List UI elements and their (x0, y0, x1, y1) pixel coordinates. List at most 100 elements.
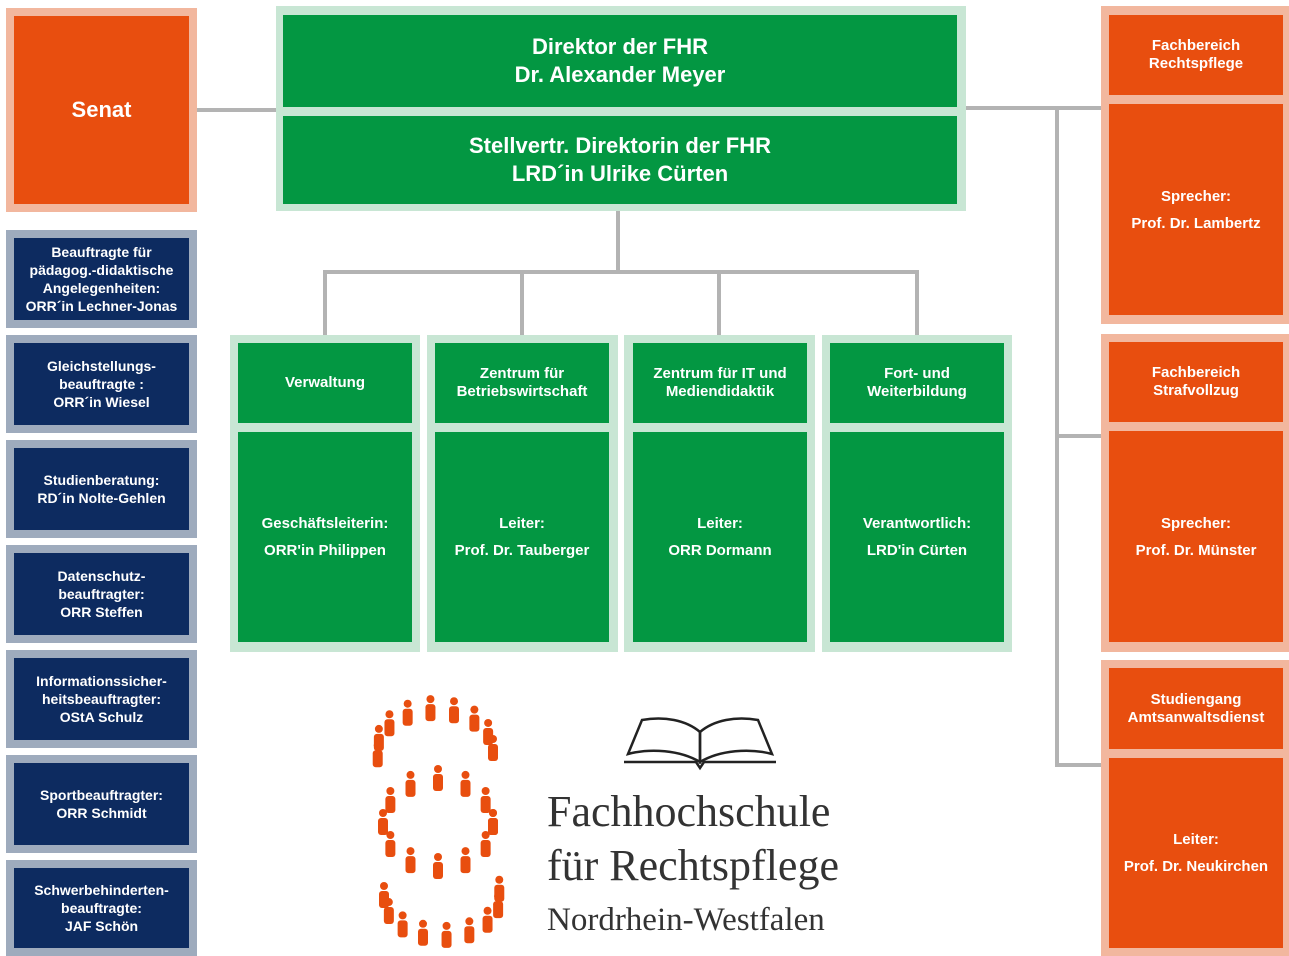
department-title: Verwaltung (284, 374, 366, 391)
person-figure (488, 809, 498, 835)
officer-line: Sportbeauftragter: (40, 787, 163, 803)
person-figure (378, 809, 388, 835)
department-title-box[interactable]: Verwaltung (238, 343, 412, 423)
person-figure (417, 919, 428, 946)
officer-line: RD´in Nolte-Gehlen (37, 490, 166, 506)
connector-director-down (616, 210, 620, 272)
officer-line: beauftragte: (61, 900, 142, 916)
director-name: Dr. Alexander Meyer (514, 62, 726, 87)
person-figure (425, 695, 436, 722)
officer-line: Informationssicher- (36, 673, 167, 689)
connector-dept-2 (520, 270, 524, 336)
person-figure (464, 917, 475, 944)
faculty-rechtspflege: Fachbereich Rechtspflege Sprecher: Prof.… (1101, 6, 1289, 324)
person-figure (469, 705, 480, 732)
logo-line-1: Fachhochschule (547, 787, 831, 836)
department-person: LRD'in Cürten (866, 542, 968, 559)
officer-box[interactable]: Beauftragte für pädagog.-didaktische Ang… (14, 238, 189, 320)
department-head-box[interactable]: Geschäftsleiterin: ORR'in Philippen (238, 432, 412, 642)
faculty-head-box[interactable]: Leiter: Prof. Dr. Neukirchen (1109, 758, 1283, 948)
faculty-title-box[interactable]: Studiengang Amtsanwaltsdienst (1109, 668, 1283, 749)
faculty-title: Fachbereich Rechtspflege (1148, 37, 1244, 72)
faculty-person: Prof. Dr. Münster (1135, 541, 1257, 559)
officer-box[interactable]: Sportbeauftragter: ORR Schmidt (14, 763, 189, 845)
officer-line: JAF Schön (64, 918, 139, 934)
connector-faculty-2 (1055, 434, 1101, 438)
person-figure (480, 787, 491, 813)
officer-box[interactable]: Datenschutz- beauftragter: ORR Steffen (14, 553, 189, 635)
department-person: ORR Dormann (668, 542, 772, 559)
senat-box[interactable]: Senat (14, 16, 189, 204)
person-figure (460, 847, 471, 874)
officer-line: heitsbeauftragter: (41, 691, 162, 707)
logo-line-2: für Rechtspflege (547, 841, 839, 890)
director-frame: Direktor der FHR Dr. Alexander Meyer Ste… (276, 6, 966, 211)
director-title: Direktor der FHR (531, 34, 709, 59)
institution-logo: Fachhochschule für Rechtspflege Nordrhei… (350, 690, 910, 956)
officer-line: OStA Schulz (59, 709, 144, 725)
faculty-title-box[interactable]: Fachbereich Strafvollzug (1109, 342, 1283, 422)
person-figure (372, 741, 383, 768)
department-title-box[interactable]: Fort- und Weiterbildung (830, 343, 1004, 423)
faculty-role: Leiter: (1173, 831, 1219, 848)
faculty-head-box[interactable]: Sprecher: Prof. Dr. Lambertz (1109, 104, 1283, 315)
officer-box[interactable]: Informationssicher- heitsbeauftragter: O… (14, 658, 189, 740)
officer-datenschutz: Datenschutz- beauftragter: ORR Steffen (6, 545, 197, 643)
connector-departments-horizontal (323, 270, 919, 274)
deputy-name: LRD´in Ulrike Cürten (511, 161, 729, 186)
department-person: ORR'in Philippen (264, 542, 386, 559)
connector-dept-3 (717, 270, 721, 336)
department-head-box[interactable]: Leiter: Prof. Dr. Tauberger (435, 432, 609, 642)
person-figure (449, 697, 460, 724)
department-verwaltung: Verwaltung Geschäftsleiterin: ORR'in Phi… (230, 335, 420, 652)
person-figure (480, 831, 491, 857)
person-figure (441, 921, 452, 948)
faculty-strafvollzug: Fachbereich Strafvollzug Sprecher: Prof.… (1101, 334, 1289, 652)
deputy-box[interactable]: Stellvertr. Direktorin der FHR LRD´in Ul… (283, 116, 957, 204)
person-figure (405, 770, 416, 797)
person-figure (460, 770, 471, 797)
person-figure (385, 831, 396, 857)
officer-line: ORR Schmidt (56, 805, 147, 821)
logo-line-3: Nordrhein-Westfalen (547, 902, 825, 938)
faculty-head-box[interactable]: Sprecher: Prof. Dr. Münster (1109, 431, 1283, 642)
connector-dept-1 (323, 270, 327, 336)
officer-line: Gleichstellungs- (47, 358, 156, 374)
officer-box[interactable]: Gleichstellungs- beauftragte : ORR´in Wi… (14, 343, 189, 425)
department-title-box[interactable]: Zentrum für IT und Mediendidaktik (633, 343, 807, 423)
department-role: Verantwortlich: (862, 515, 972, 532)
officer-line: ORR Steffen (60, 604, 143, 620)
department-head-box[interactable]: Leiter: ORR Dormann (633, 432, 807, 642)
person-figure (384, 710, 395, 737)
officer-box[interactable]: Studienberatung: RD´in Nolte-Gehlen (14, 448, 189, 530)
person-figure (482, 906, 493, 933)
faculty-role: Sprecher: (1160, 514, 1232, 532)
department-head-box[interactable]: Verantwortlich: LRD'in Cürten (830, 432, 1004, 642)
person-figure (402, 699, 413, 726)
officer-line: ORR´in Wiesel (53, 394, 150, 410)
connector-faculty-3 (1055, 763, 1101, 767)
person-figure (483, 718, 494, 745)
officer-line: beauftragte : (59, 376, 144, 392)
open-book-icon (624, 717, 776, 771)
faculty-title: Studiengang Amtsanwaltsdienst (1127, 690, 1265, 726)
officer-line: beauftragter: (58, 586, 145, 602)
officer-paedagogik: Beauftragte für pädagog.-didaktische Ang… (6, 230, 197, 328)
department-title-box[interactable]: Zentrum für Betriebswirtschaft (435, 343, 609, 423)
officer-sport: Sportbeauftragter: ORR Schmidt (6, 755, 197, 853)
director-box[interactable]: Direktor der FHR Dr. Alexander Meyer (283, 15, 957, 107)
connector-senat-director (197, 108, 277, 112)
person-figure (385, 787, 396, 813)
faculty-amtsanwaltsdienst: Studiengang Amtsanwaltsdienst Leiter: Pr… (1101, 660, 1289, 956)
faculty-title-box[interactable]: Fachbereich Rechtspflege (1109, 15, 1283, 95)
faculty-person: Prof. Dr. Neukirchen (1123, 858, 1269, 875)
officer-informationssicherheit: Informationssicher- heitsbeauftragter: O… (6, 650, 197, 748)
connector-dept-4 (915, 270, 919, 336)
officer-line: ORR´in Lechner-Jonas (25, 298, 178, 314)
department-role: Leiter: (697, 515, 743, 532)
person-figure (433, 853, 443, 879)
connector-director-faculties (966, 106, 1101, 110)
officer-box[interactable]: Schwerbehinderten- beauftragte: JAF Schö… (14, 868, 189, 948)
faculty-role: Sprecher: (1160, 187, 1232, 205)
deputy-title: Stellvertr. Direktorin der FHR (469, 133, 771, 158)
